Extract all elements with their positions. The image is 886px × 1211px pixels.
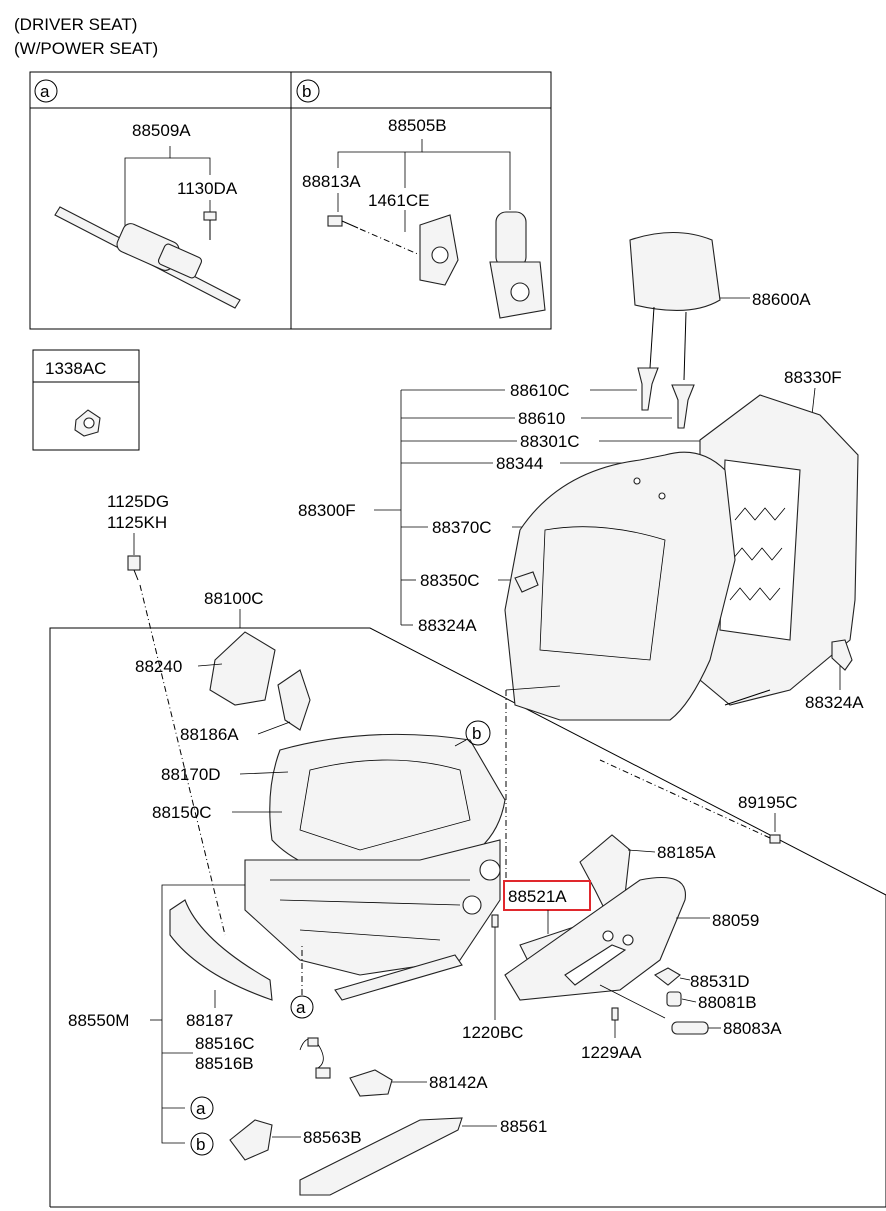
box-1338ac-title: 1338AC: [45, 359, 106, 378]
label-88610: 88610: [518, 409, 565, 428]
part-88521a-highlight[interactable]: 88521A: [503, 880, 591, 911]
seat-frame: a: [244, 839, 501, 1019]
lower-parts-group: 88550M 88187 88516C 88516B 88142A a b 88…: [68, 884, 547, 1196]
callout-b-lower: b: [196, 1135, 205, 1154]
header-line2: (W/POWER SEAT): [14, 39, 158, 58]
label-88300f: 88300F: [298, 501, 356, 520]
label-88324a-right: 88324A: [805, 693, 864, 712]
label-1125kh: 1125KH: [107, 513, 167, 532]
box-b-content: 88505B 88813A 1461CE: [302, 116, 546, 319]
label-88563b: 88563B: [303, 1128, 362, 1147]
detail-panel: a b: [29, 71, 552, 330]
seat-cushion: b 88170D 88150C: [152, 720, 506, 881]
label-88186a: 88186A: [180, 725, 239, 744]
label-88516c: 88516C: [195, 1034, 255, 1053]
side-brackets: 88240 88186A: [135, 631, 311, 744]
label-88330f: 88330F: [784, 368, 842, 387]
label-88813a: 88813A: [302, 172, 361, 191]
label-88350c: 88350C: [420, 571, 480, 590]
seatback-cushion: [504, 451, 736, 721]
label-88505b: 88505B: [388, 116, 447, 135]
box-a-tag: a: [40, 82, 50, 101]
label-88240: 88240: [135, 657, 182, 676]
label-88185a: 88185A: [657, 843, 716, 862]
header-line1: (DRIVER SEAT): [14, 15, 137, 34]
label-88142a: 88142A: [429, 1073, 488, 1092]
label-88600a: 88600A: [752, 290, 811, 309]
label-88083a: 88083A: [723, 1019, 782, 1038]
label-88370c: 88370C: [432, 518, 492, 537]
box-a-content: 88509A 1130DA: [54, 121, 241, 309]
label-88170d: 88170D: [161, 765, 221, 784]
callout-a-lower: a: [196, 1099, 206, 1118]
label-88550m: 88550M: [68, 1011, 129, 1030]
seatback-frame: [699, 394, 859, 706]
label-88561: 88561: [500, 1117, 547, 1136]
callout-a-frame: a: [296, 998, 306, 1017]
headrest: 88600A: [629, 231, 811, 429]
label-88531d: 88531D: [690, 972, 750, 991]
label-88150c: 88150C: [152, 803, 212, 822]
label-88344: 88344: [496, 454, 543, 473]
label-88081b: 88081B: [698, 993, 757, 1012]
label-1125dg: 1125DG: [107, 492, 169, 511]
seatback-callouts: 88610C 88610 88301C 88344 88300F 88370C …: [298, 368, 864, 712]
label-1229aa: 1229AA: [581, 1043, 642, 1062]
label-1130da: 1130DA: [177, 179, 238, 198]
label-1461ce: 1461CE: [368, 191, 429, 210]
label-88100c: 88100C: [204, 589, 264, 608]
label-88521a: 88521A: [508, 887, 567, 906]
label-88187: 88187: [186, 1011, 233, 1030]
box-b-tag: b: [302, 82, 311, 101]
main-frame: [49, 627, 886, 1207]
label-88509a: 88509A: [132, 121, 191, 140]
label-88324a-top: 88324A: [418, 616, 477, 635]
label-89195c: 89195C: [738, 793, 798, 812]
label-1220bc: 1220BC: [462, 1023, 523, 1042]
label-88610c: 88610C: [510, 381, 570, 400]
box-1338ac: 1338AC: [32, 349, 140, 451]
label-88059: 88059: [712, 911, 759, 930]
label-88301c: 88301C: [520, 432, 580, 451]
callout-b-cushion: b: [472, 724, 481, 743]
label-88516b: 88516B: [195, 1054, 254, 1073]
